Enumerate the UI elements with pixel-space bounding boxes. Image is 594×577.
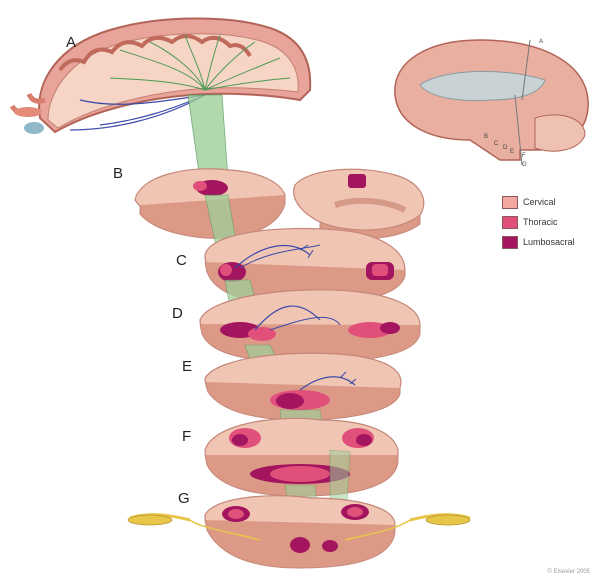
panel-label-f: F xyxy=(182,428,191,445)
legend-swatch-cervical xyxy=(502,196,518,209)
legend: Cervical Thoracic Lumbosacral xyxy=(502,192,594,252)
panel-label-e: E xyxy=(182,358,192,375)
inset-label-d: D xyxy=(503,145,508,151)
section-d xyxy=(200,290,420,362)
inset-label-g: G xyxy=(522,162,527,168)
panel-label-b: B xyxy=(113,165,123,182)
panel-label-a: A xyxy=(66,34,76,51)
section-b xyxy=(135,169,424,239)
legend-item-cervical: Cervical xyxy=(502,192,594,212)
panel-label-c: C xyxy=(176,252,187,269)
legend-label-lumbosacral: Lumbosacral xyxy=(523,237,575,247)
legend-label-cervical: Cervical xyxy=(523,197,556,207)
section-f xyxy=(205,418,398,496)
brain-section-a xyxy=(12,18,310,180)
legend-swatch-lumbosacral xyxy=(502,236,518,249)
inset-label-f: F xyxy=(522,153,526,159)
legend-item-lumbosacral: Lumbosacral xyxy=(502,232,594,252)
legend-swatch-thoracic xyxy=(502,216,518,229)
panel-label-g: G xyxy=(178,490,190,507)
panel-label-d: D xyxy=(172,305,183,322)
inset-label-c: C xyxy=(494,141,499,147)
medial-brain-inset xyxy=(395,40,588,165)
inset-label-b: B xyxy=(484,134,488,140)
inset-label-e: E xyxy=(510,149,514,155)
copyright-text: © Elsevier 2005 xyxy=(548,569,590,575)
inset-label-a: A xyxy=(539,39,543,45)
legend-label-thoracic: Thoracic xyxy=(523,217,558,227)
legend-item-thoracic: Thoracic xyxy=(502,212,594,232)
